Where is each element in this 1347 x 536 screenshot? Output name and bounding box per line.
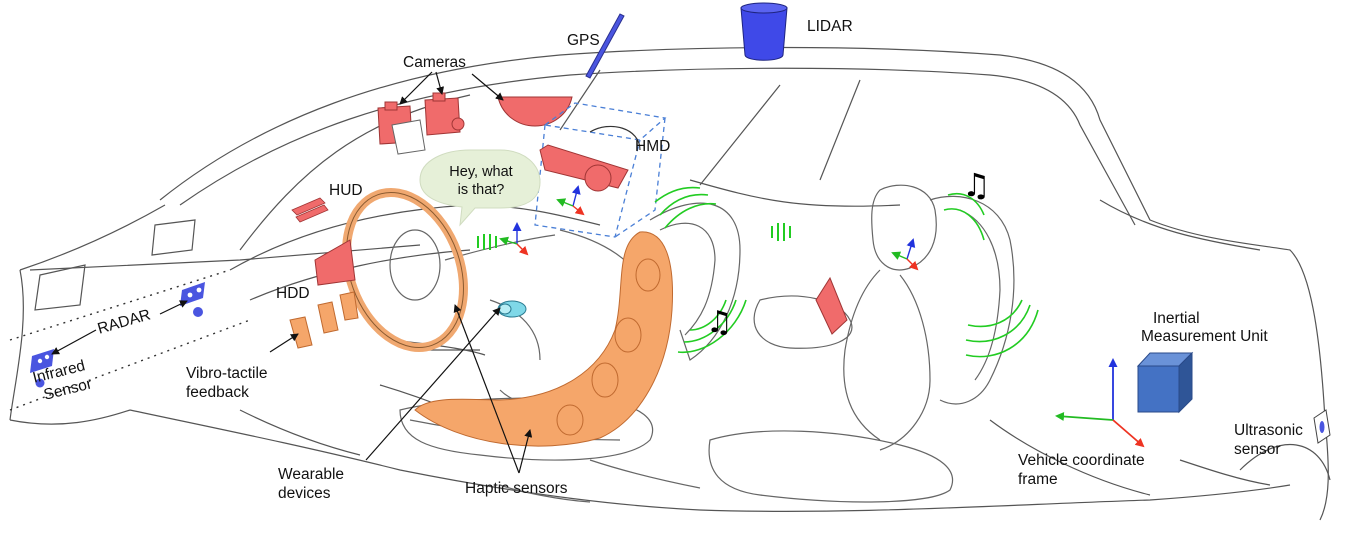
ultrasonic-label-line2: sensor	[1234, 441, 1281, 458]
coordinate-axes-icon	[499, 222, 529, 256]
music-note-icon: ♫	[962, 166, 991, 204]
music-note-icon: ♫	[706, 305, 733, 340]
vehicle-frame-label-line1: Vehicle coordinate	[1018, 452, 1145, 469]
wearable-label-line2: devices	[278, 485, 331, 502]
vibro-tactile-label-line2: feedback	[186, 384, 249, 401]
ultrasonic-sensor	[1313, 409, 1331, 444]
camera-left	[377, 101, 426, 155]
ultrasonic-label-line1: Ultrasonic	[1234, 422, 1303, 439]
hmd-label: HMD	[635, 138, 671, 155]
haptic-sensors-label: Haptic sensors	[465, 480, 568, 497]
callout-arrows	[51, 71, 533, 474]
speech-bubble-line1: Hey, what	[449, 164, 513, 180]
radar-beam-lines	[9, 269, 251, 411]
sound-wave-icon	[477, 223, 791, 250]
cameras-label: Cameras	[403, 54, 466, 71]
steering-wheel	[342, 188, 468, 352]
hdd-label: HDD	[276, 285, 310, 302]
head-down-display	[314, 239, 356, 286]
imu-label-line1: Inertial	[1153, 310, 1200, 327]
cube-icon	[1136, 351, 1194, 414]
gps-antenna	[585, 13, 625, 79]
radar-sensor	[180, 282, 205, 317]
coordinate-axes-icon	[891, 238, 919, 271]
haptic-seat-circles	[556, 258, 661, 436]
wearable-label-line1: Wearable	[278, 466, 345, 483]
seats-and-occupants	[399, 184, 1015, 503]
tablet-device	[815, 276, 848, 335]
wearable-device	[497, 300, 527, 318]
camera-dome	[497, 96, 573, 127]
vibro-tactile-label-line1: Vibro-tactile	[186, 365, 268, 382]
lidar-sensor	[740, 2, 788, 61]
vehicle-frame-label-line2: frame	[1018, 471, 1058, 488]
speech-bubble-line2: is that?	[457, 182, 505, 198]
hud-projection	[291, 197, 329, 223]
pedals	[289, 291, 359, 349]
gps-label: GPS	[567, 32, 600, 49]
hmd-bounding-box	[534, 102, 667, 238]
hud-label: HUD	[329, 182, 363, 199]
haptic-seat-pad	[414, 231, 673, 447]
vehicle-coordinate-frame	[1055, 358, 1145, 448]
car-body-outline	[9, 46, 1331, 521]
camera-middle	[424, 92, 465, 136]
sound-wave-icon	[654, 186, 1039, 358]
speech-bubble	[419, 149, 541, 227]
infrared-sensor	[30, 349, 54, 388]
coordinate-axes-icon	[556, 185, 585, 216]
lidar-label: LIDAR	[807, 18, 853, 35]
hmd-device	[539, 125, 641, 192]
imu-label-line2: Measurement Unit	[1141, 328, 1268, 345]
